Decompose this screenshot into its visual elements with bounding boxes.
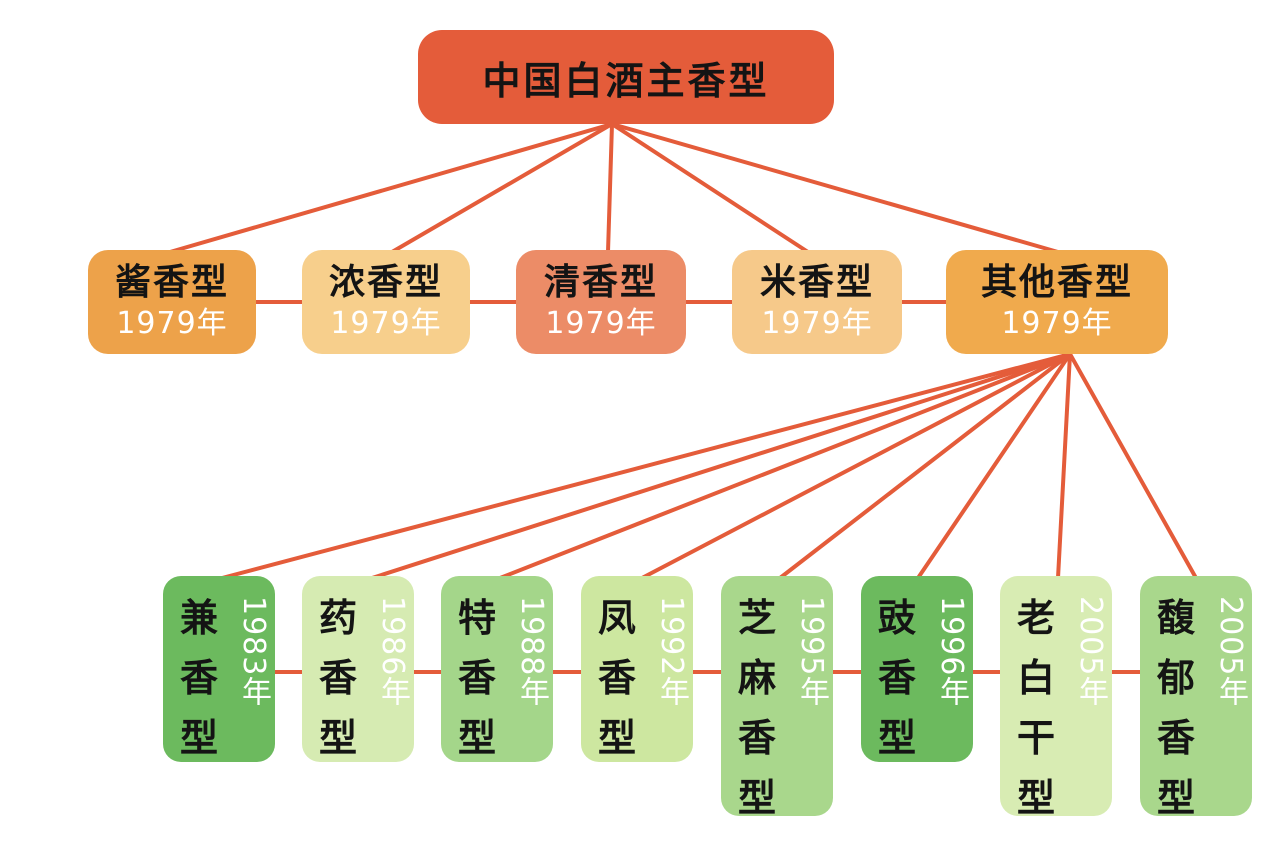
root-connector-line (610, 122, 1060, 254)
subtype-name-char: 兼 (179, 596, 218, 640)
subtype-name-char: 凤 (597, 596, 636, 640)
subtype-name-char: 老 (1016, 596, 1055, 640)
category-other: 其他香型 1979年 (946, 250, 1168, 354)
subtype-connector-line (498, 352, 1072, 580)
subtype-year: 2005年 (1073, 596, 1108, 708)
subtype-name-char: 型 (457, 716, 496, 760)
subtype-name-char: 香 (179, 656, 218, 700)
subtype-year: 1988年 (514, 596, 549, 708)
root-label: 中国白酒主香型 (482, 58, 770, 103)
subtype-name-char: 香 (1156, 716, 1195, 760)
subtype-name-char: 型 (877, 716, 916, 760)
subtype-name: 芝麻香型 (733, 588, 781, 828)
subtype-name-char: 郁 (1156, 656, 1195, 700)
subtype-name-char: 型 (318, 716, 357, 760)
subtype-connector-line (370, 352, 1072, 580)
subtype-name: 药香型 (314, 588, 362, 768)
subtype-connector-line (220, 352, 1072, 580)
subtype-year: 1992年 (654, 596, 689, 708)
root-connector-line (168, 122, 614, 254)
subtype-name-char: 香 (457, 656, 496, 700)
category-year: 1979年 (761, 306, 873, 341)
category-year: 1979年 (1001, 306, 1113, 341)
category-year: 1979年 (330, 306, 442, 341)
subtype-name-char: 香 (597, 656, 636, 700)
subtype-year: 1983年 (236, 596, 271, 708)
subtype-name: 凤香型 (593, 588, 641, 768)
subtype-name: 特香型 (453, 588, 501, 768)
subtype-name-char: 型 (1016, 776, 1055, 820)
subtype-jian: 兼香型 1983年 (163, 576, 275, 762)
subtype-name-char: 白 (1016, 656, 1055, 700)
subtype-connector-line (916, 352, 1072, 580)
subtype-name-char: 药 (318, 596, 357, 640)
subtype-chi: 豉香型 1996年 (861, 576, 973, 762)
category-name: 米香型 (759, 262, 874, 303)
subtype-name-char: 豉 (877, 596, 916, 640)
subtype-connector-line (640, 352, 1072, 580)
subtype-name-char: 香 (737, 716, 776, 760)
category-light: 清香型 1979年 (516, 250, 686, 354)
subtype-connector-line (1068, 352, 1198, 580)
subtype-laobaigan: 老白干型 2005年 (1000, 576, 1112, 820)
subtype-year: 2005年 (1213, 596, 1248, 708)
subtype-year: 1996年 (934, 596, 969, 708)
subtype-te: 特香型 1988年 (441, 576, 553, 762)
root-connector-line (606, 122, 614, 254)
category-name: 浓香型 (328, 262, 443, 303)
subtype-yao: 药香型 1986年 (302, 576, 414, 762)
subtype-name-char: 型 (737, 776, 776, 820)
category-rice: 米香型 1979年 (732, 250, 902, 354)
subtype-name-char: 型 (597, 716, 636, 760)
subtype-name-char: 香 (318, 656, 357, 700)
category-year: 1979年 (545, 306, 657, 341)
subtype-connector-line (778, 352, 1072, 580)
subtype-name-char: 型 (179, 716, 218, 760)
subtype-name-char: 特 (457, 596, 496, 640)
subtype-name: 老白干型 (1012, 588, 1060, 828)
subtype-name-char: 馥 (1156, 596, 1195, 640)
root-connector-line (390, 122, 614, 254)
category-year: 1979年 (116, 306, 228, 341)
subtype-year: 1986年 (375, 596, 410, 708)
subtype-name-char: 型 (1156, 776, 1195, 820)
subtype-name-char: 香 (877, 656, 916, 700)
category-name: 酱香型 (114, 262, 229, 303)
subtype-name-char: 麻 (737, 656, 776, 700)
root-node: 中国白酒主香型 (418, 30, 834, 124)
category-strong: 浓香型 1979年 (302, 250, 470, 354)
subtype-name-char: 芝 (737, 596, 776, 640)
subtype-zhima: 芝麻香型 1995年 (721, 576, 833, 820)
subtype-fuyu: 馥郁香型 2005年 (1140, 576, 1252, 820)
category-name: 清香型 (543, 262, 658, 303)
subtype-name-char: 干 (1016, 716, 1055, 760)
subtype-name: 豉香型 (873, 588, 921, 768)
subtype-connector-line (1056, 352, 1072, 580)
category-name: 其他香型 (980, 262, 1133, 303)
subtype-name: 馥郁香型 (1152, 588, 1200, 828)
category-sauce: 酱香型 1979年 (88, 250, 256, 354)
subtype-year: 1995年 (794, 596, 829, 708)
subtype-name: 兼香型 (175, 588, 223, 768)
subtype-feng: 凤香型 1992年 (581, 576, 693, 762)
root-connector-line (610, 122, 810, 254)
